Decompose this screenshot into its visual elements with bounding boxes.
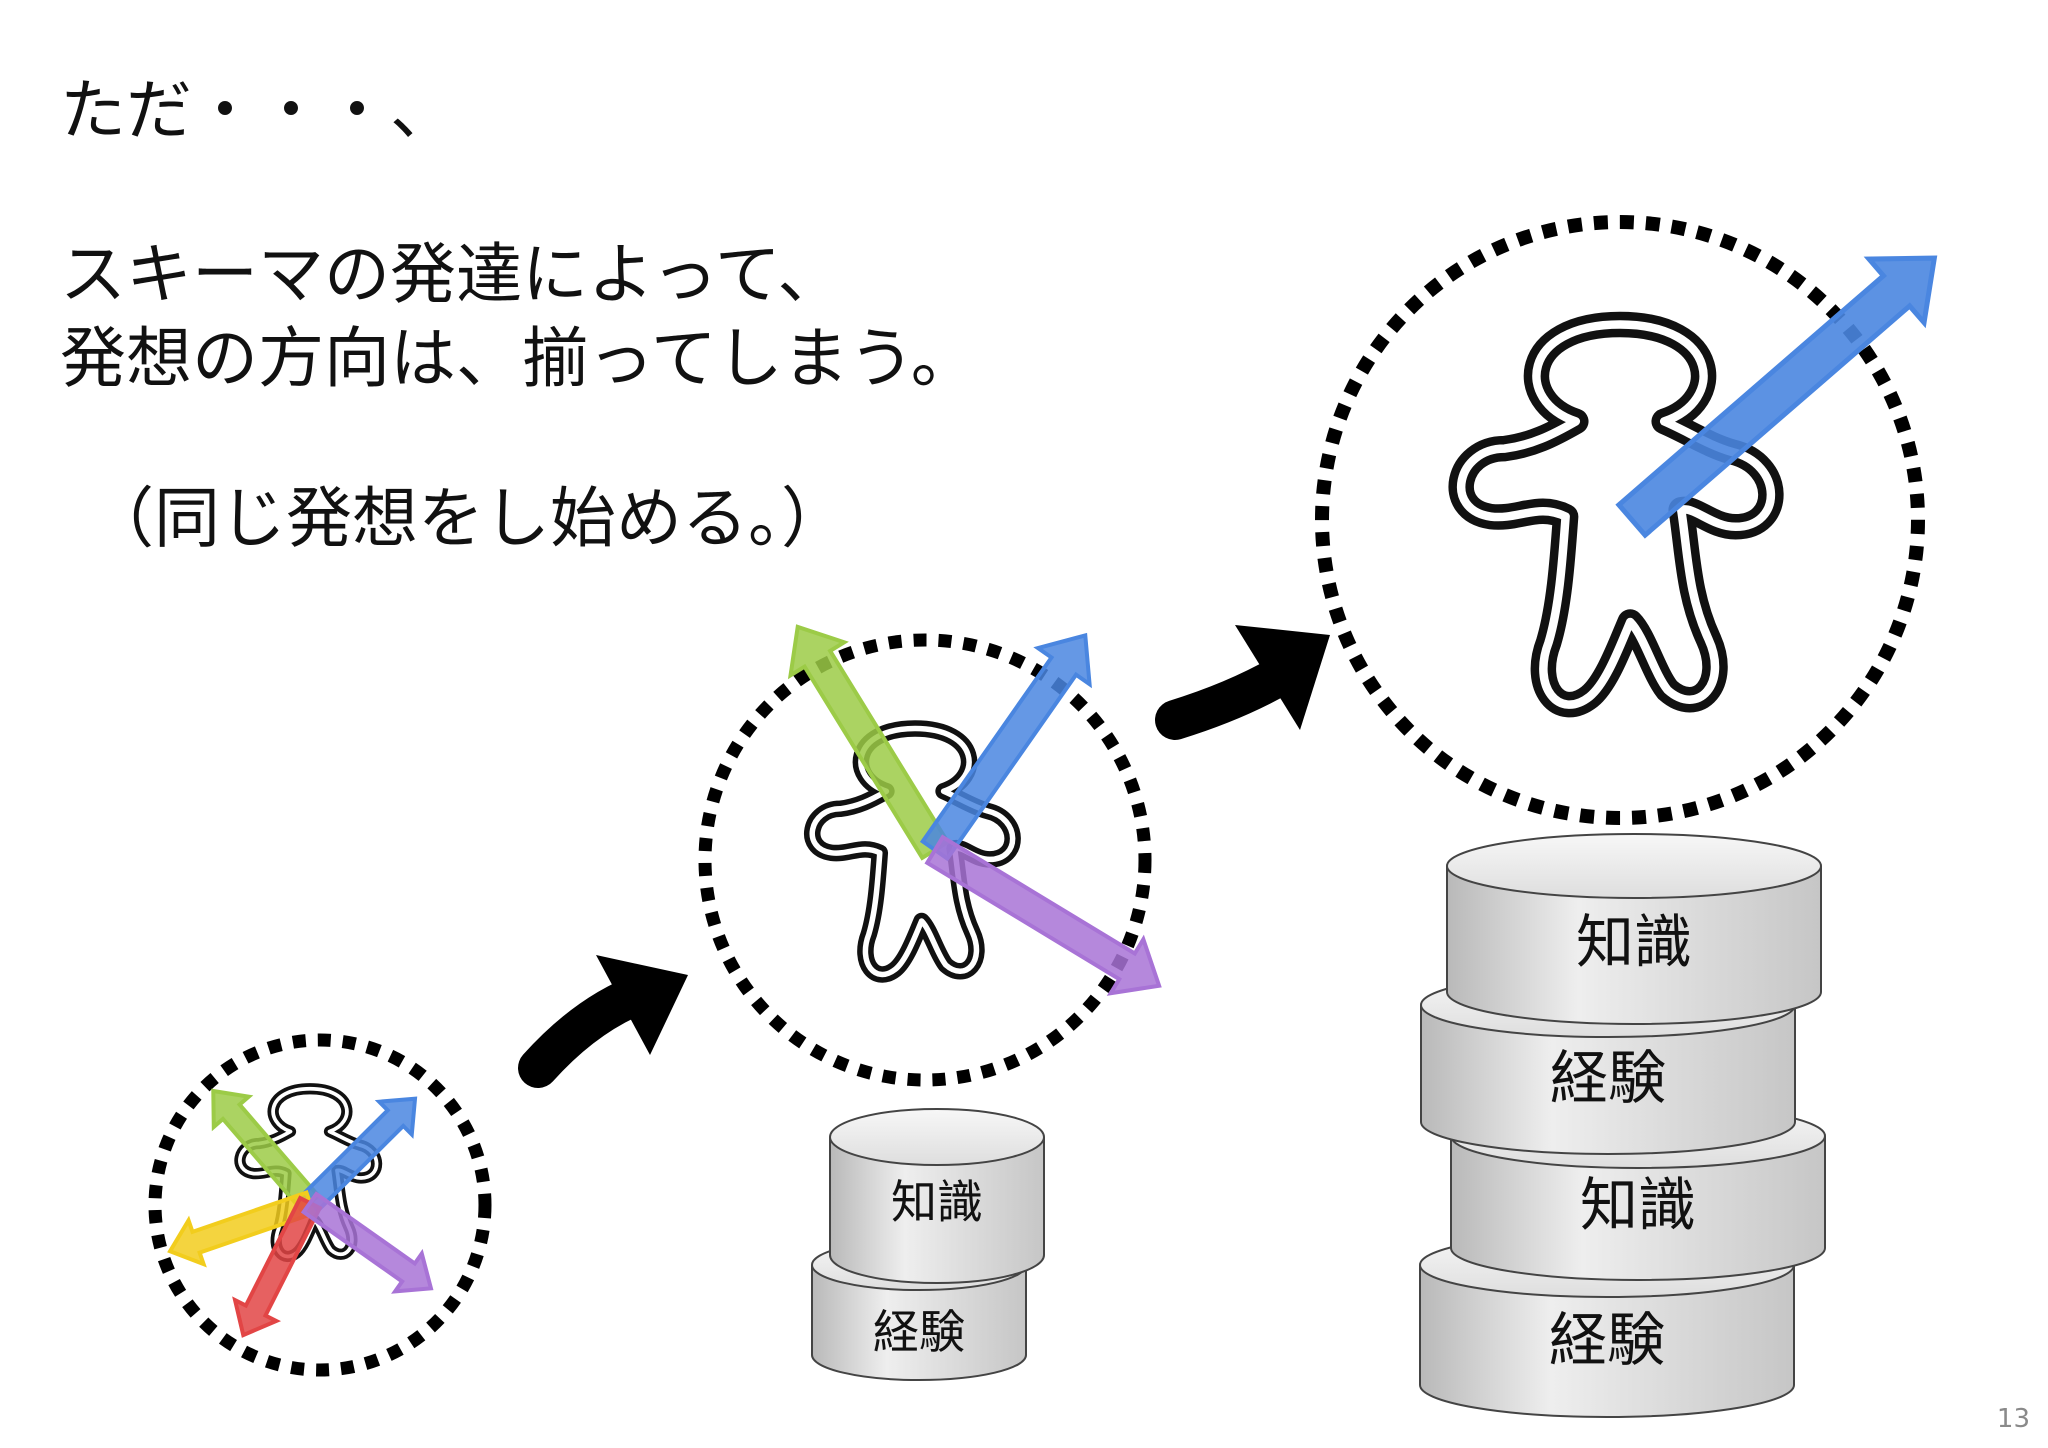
idea-circle-stage-3 xyxy=(1315,215,1925,825)
idea-arrow-yellow xyxy=(167,1190,317,1268)
body-line-1: スキーマの発達によって、 xyxy=(60,236,844,313)
stack-large: 経験 知識 経験 知識 xyxy=(1419,833,1826,1418)
progress-arrowhead-2 xyxy=(1235,625,1330,730)
page-number: 13 xyxy=(1996,1404,2030,1434)
idea-circle-stage-1 xyxy=(148,1033,492,1377)
idea-arrow-purple xyxy=(300,1191,434,1294)
stack-small-label-top: 知識 xyxy=(891,1175,983,1229)
stack-large-label-4: 経験 xyxy=(1549,1306,1665,1374)
idea-arrow-blue xyxy=(1615,255,1938,539)
stack-small-label-bottom: 経験 xyxy=(873,1305,965,1359)
person-figure-stage-3 xyxy=(1461,325,1771,705)
stack-small: 経験 知識 xyxy=(811,1108,1045,1381)
idea-arrow-green xyxy=(787,624,951,861)
stack-large-label-3: 知識 xyxy=(1580,1171,1696,1239)
body-line-3: （同じ発想をし始める。） xyxy=(88,480,847,557)
idea-arrow-red xyxy=(232,1195,323,1338)
body-line-2: 発想の方向は、揃ってしまう。 xyxy=(60,320,977,397)
heading-line-1: ただ・・・、 xyxy=(60,72,456,149)
progress-arrowhead-1 xyxy=(596,955,688,1055)
idea-arrow-purple xyxy=(924,834,1162,996)
stack-large-label-1: 知識 xyxy=(1576,908,1692,976)
idea-arrow-green xyxy=(211,1088,322,1214)
idea-arrow-blue xyxy=(299,1096,418,1214)
idea-circle-stage-2 xyxy=(698,633,1152,1087)
idea-arrow-blue xyxy=(919,632,1092,862)
stack-large-label-2: 経験 xyxy=(1550,1044,1666,1112)
